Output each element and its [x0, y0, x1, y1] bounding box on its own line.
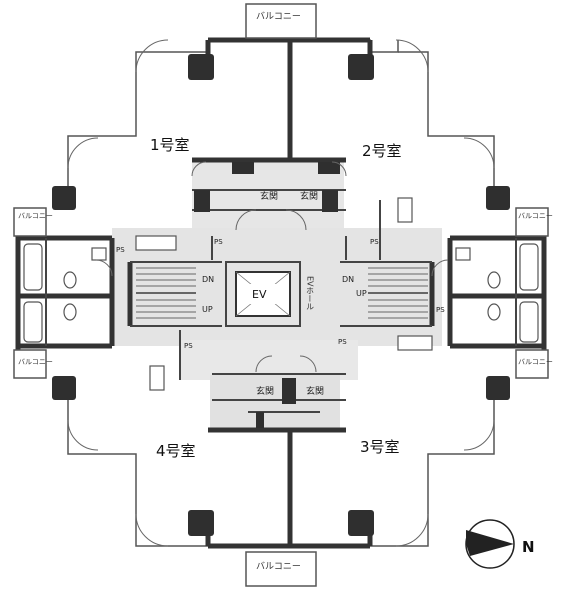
- ps-label-6: PS: [338, 338, 347, 346]
- bath-fixtures: [23, 197, 539, 391]
- unit-1-label: 1号室: [150, 136, 190, 154]
- elevator-hall-label: EVホール: [306, 276, 315, 311]
- unit-2-label: 2号室: [362, 142, 402, 160]
- balcony-label-right-upper: バルコニー: [518, 212, 553, 220]
- balcony-label-left-upper: バルコニー: [18, 212, 53, 220]
- partitions: [45, 189, 517, 413]
- ps-label-1: PS: [116, 246, 125, 254]
- elevator: [235, 271, 291, 317]
- stair-right-down-label: DN: [342, 275, 354, 284]
- north-compass-icon: [465, 519, 515, 569]
- unit-4-label: 4号室: [156, 442, 196, 460]
- entrance-label-1: 玄関: [260, 190, 278, 202]
- ps-label-4: PS: [436, 306, 445, 314]
- stair-left-down-label: DN: [202, 275, 214, 284]
- elevator-label: EV: [252, 288, 267, 301]
- ps-label-3: PS: [370, 238, 379, 246]
- stair-left-up-label: UP: [202, 305, 213, 314]
- stairs-right: [368, 267, 428, 319]
- balcony-label-left-lower: バルコニー: [18, 358, 53, 366]
- ps-label-5: PS: [184, 342, 193, 350]
- entrance-label-4: 玄関: [256, 385, 274, 397]
- compass-north-label: N: [522, 538, 535, 556]
- stairs-left: [136, 267, 196, 319]
- door-swings: [67, 39, 495, 547]
- balcony-label-top: バルコニー: [256, 11, 301, 22]
- entrance-label-3: 玄関: [306, 385, 324, 397]
- stair-right-up-label: UP: [356, 289, 367, 298]
- entrance-label-2: 玄関: [300, 190, 318, 202]
- balcony-label-bottom: バルコニー: [256, 561, 301, 572]
- balcony-label-right-lower: バルコニー: [518, 358, 553, 366]
- unit-3-label: 3号室: [360, 438, 400, 456]
- ps-label-2: PS: [214, 238, 223, 246]
- balconies: [13, 3, 549, 587]
- columns: [52, 54, 510, 536]
